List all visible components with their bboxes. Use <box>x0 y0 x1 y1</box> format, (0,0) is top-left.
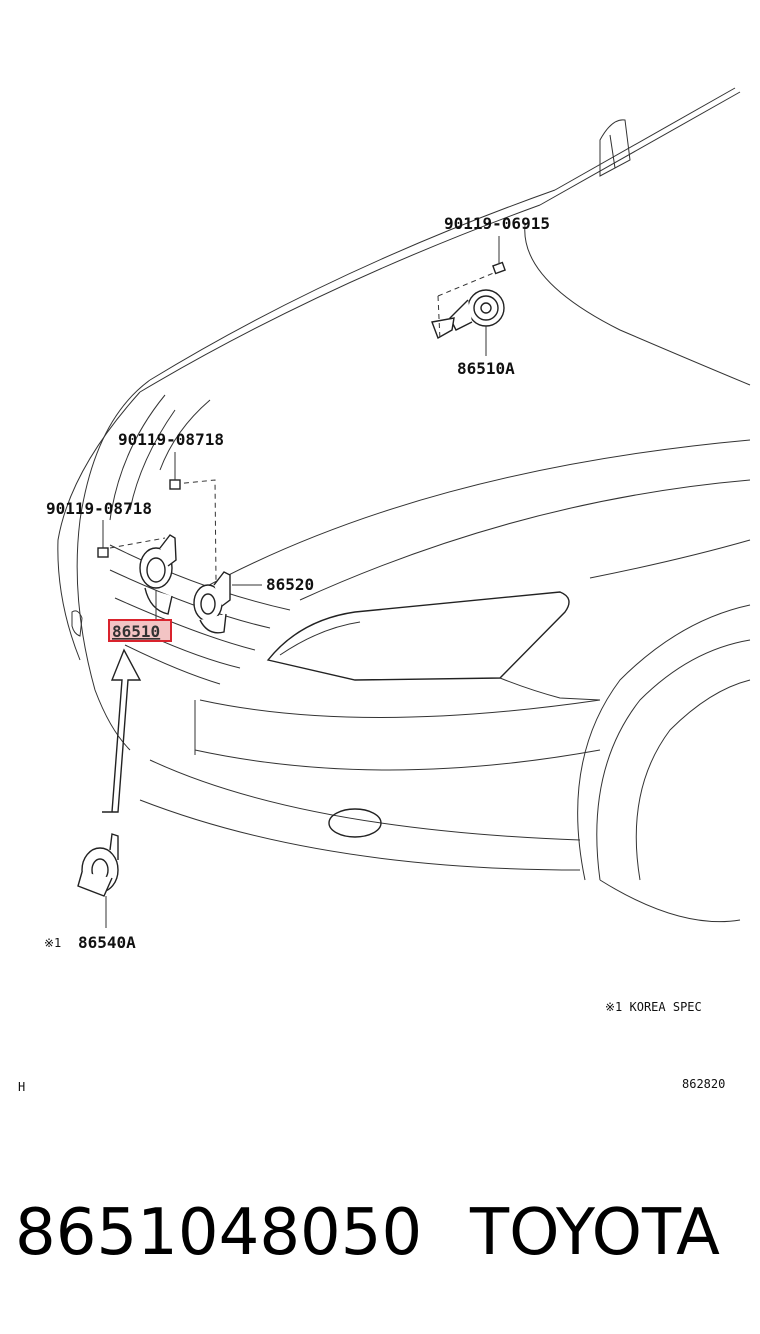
callout-horn-high-a[interactable]: 86510A <box>457 359 515 378</box>
callout-bolt-left[interactable]: 90119-08718 <box>46 499 152 518</box>
horn-low-part <box>193 571 231 634</box>
horn-high-a-part <box>431 261 506 341</box>
callout-bolt-top[interactable]: 90119-06915 <box>444 214 550 233</box>
pointer-arrow-icon <box>102 648 142 813</box>
dash-guide-mid <box>174 479 217 581</box>
horn-korea-part <box>77 833 119 897</box>
bolt-left-icon <box>97 547 109 558</box>
korea-spec-note: ※1 KOREA SPEC <box>605 1000 702 1014</box>
footer-brand: TOYOTA <box>469 1196 720 1270</box>
callout-horn-low[interactable]: 86520 <box>266 575 314 594</box>
callout-horn-korea[interactable]: 86540A <box>78 933 136 952</box>
illustration-number: 862820 <box>682 1077 725 1091</box>
car-body-outline <box>57 87 751 923</box>
dash-guide-left <box>109 537 166 549</box>
selected-callout-highlight <box>108 619 172 642</box>
korea-marker: ※1 <box>44 936 61 950</box>
horn-high-part <box>139 534 177 615</box>
corner-letter: H <box>18 1080 25 1094</box>
callout-bolt-mid[interactable]: 90119-08718 <box>118 430 224 449</box>
bolt-mid-icon <box>169 479 181 490</box>
footer-part-number: 8651048050 <box>15 1196 422 1270</box>
callout-horn-high-selected[interactable]: 86510 <box>112 622 160 641</box>
